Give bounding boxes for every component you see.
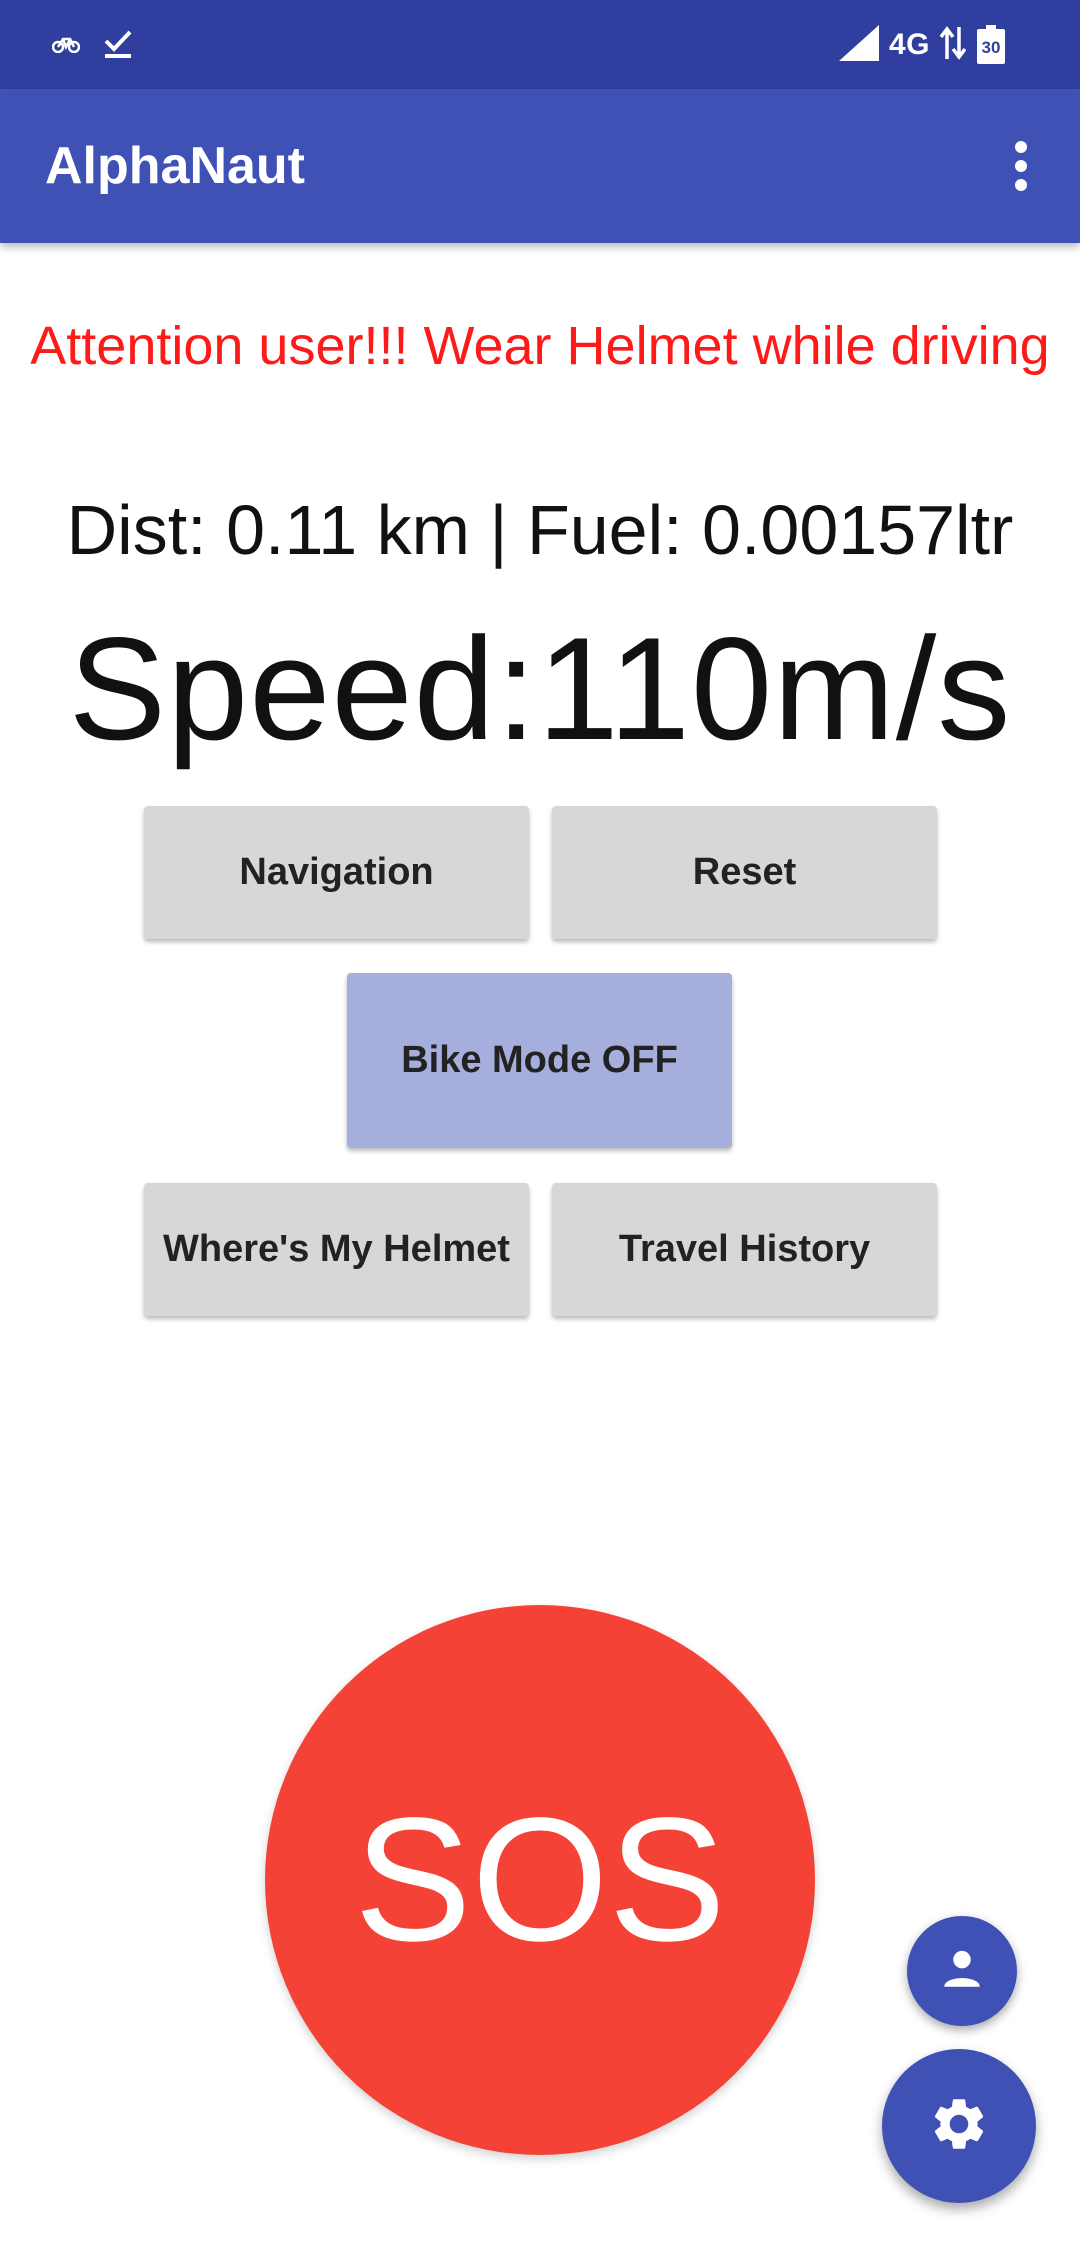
profile-fab[interactable]: [907, 1916, 1017, 2026]
helmet-warning-text: Attention user!!! Wear Helmet while driv…: [30, 316, 1050, 376]
sos-label: SOS: [354, 1782, 726, 1978]
reset-button[interactable]: Reset: [552, 806, 937, 939]
settings-fab[interactable]: [882, 2049, 1036, 2203]
menu-dot: [1015, 141, 1027, 153]
battery-icon: 30: [976, 25, 1006, 65]
check-icon: [104, 29, 132, 64]
data-transfer-icon: [939, 25, 967, 66]
battery-level: 30: [981, 38, 1001, 57]
network-type: 4G: [888, 28, 930, 61]
status-bar-system: 4G 30: [838, 24, 1006, 66]
status-bar: 4G 30: [0, 0, 1080, 89]
person-icon: [937, 1944, 987, 1999]
overflow-menu-icon[interactable]: [986, 130, 1056, 202]
travel-history-button[interactable]: Travel History: [552, 1183, 937, 1316]
gear-icon: [928, 2093, 990, 2160]
distance-fuel-readout: Dist: 0.11 km | Fuel: 0.00157ltr: [66, 491, 1014, 569]
bike-mode-toggle-button[interactable]: Bike Mode OFF: [347, 973, 732, 1148]
bike-icon: [51, 35, 81, 58]
menu-dot: [1015, 160, 1027, 172]
navigation-button[interactable]: Navigation: [144, 806, 529, 939]
sos-button[interactable]: SOS: [265, 1605, 815, 2155]
status-bar-notifications: [51, 28, 132, 64]
speed-readout: Speed:110m/s: [68, 607, 1012, 770]
app-title: AlphaNaut: [45, 137, 305, 195]
wheres-my-helmet-button[interactable]: Where's My Helmet: [144, 1183, 529, 1316]
signal-icon: [838, 24, 879, 66]
menu-dot: [1015, 179, 1027, 191]
app-bar: AlphaNaut: [0, 89, 1080, 243]
